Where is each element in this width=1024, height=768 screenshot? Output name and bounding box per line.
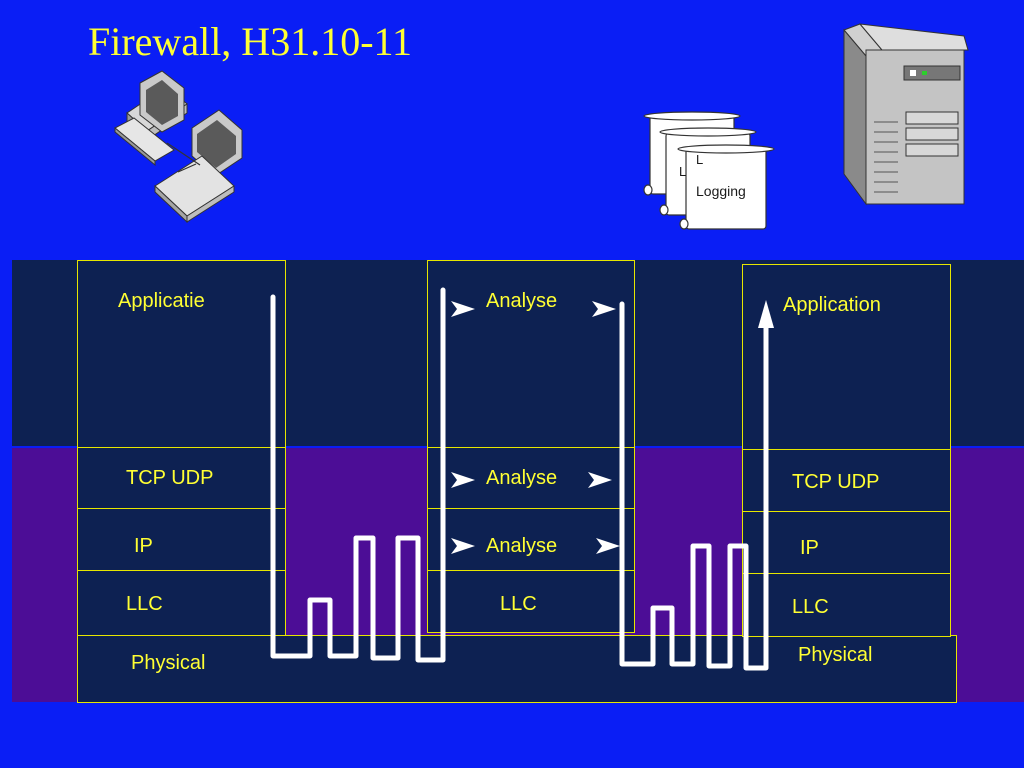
firewall-link-label: LLC — [500, 593, 537, 615]
firewall-transport-analyse-label: Analyse — [486, 467, 558, 489]
svg-text:L: L — [679, 164, 686, 179]
firewall-application-analyse-label: Analyse — [486, 290, 558, 312]
client-physical-label: Physical — [131, 652, 206, 674]
logging-scrolls-icon: L L — [643, 111, 775, 230]
client-network-label: IP — [134, 535, 153, 557]
arrow-up-head — [758, 300, 774, 328]
computer-workstation-icon — [114, 70, 243, 224]
client-divider — [77, 570, 286, 571]
arrowhead-right — [451, 538, 475, 554]
client-divider — [77, 508, 286, 509]
firewall-divider — [427, 447, 635, 448]
server-stack — [742, 264, 951, 637]
server-link-label: LLC — [792, 596, 829, 618]
server-application-label: Application — [783, 294, 881, 316]
client-to-firewall-signal — [270, 287, 446, 663]
arrowhead-right — [592, 301, 616, 317]
client-divider — [77, 447, 286, 448]
server-divider — [742, 573, 951, 574]
arrowhead-right — [451, 472, 475, 488]
client-stack — [77, 260, 286, 636]
page-title: Firewall, H31.10-11 — [88, 19, 413, 64]
server-divider — [742, 449, 951, 450]
server-transport-label: TCP UDP — [792, 471, 880, 493]
server-tower-icon — [843, 23, 969, 206]
svg-text:L: L — [696, 152, 703, 167]
physical-layer-bar — [77, 635, 957, 703]
server-physical-label: Physical — [798, 644, 873, 666]
firewall-divider — [427, 570, 635, 571]
server-network-label: IP — [800, 537, 819, 559]
firewall-divider — [427, 508, 635, 509]
firewall-to-server-signal — [619, 301, 769, 671]
arrowhead-right — [596, 538, 620, 554]
arrowhead-right — [588, 472, 612, 488]
server-divider — [742, 511, 951, 512]
client-transport-label: TCP UDP — [126, 467, 214, 489]
firewall-network-analyse-label: Analyse — [486, 535, 558, 557]
arrowhead-right — [451, 301, 475, 317]
client-application-label: Applicatie — [118, 290, 205, 312]
client-link-label: LLC — [126, 593, 163, 615]
logging-label: Logging — [696, 183, 746, 199]
